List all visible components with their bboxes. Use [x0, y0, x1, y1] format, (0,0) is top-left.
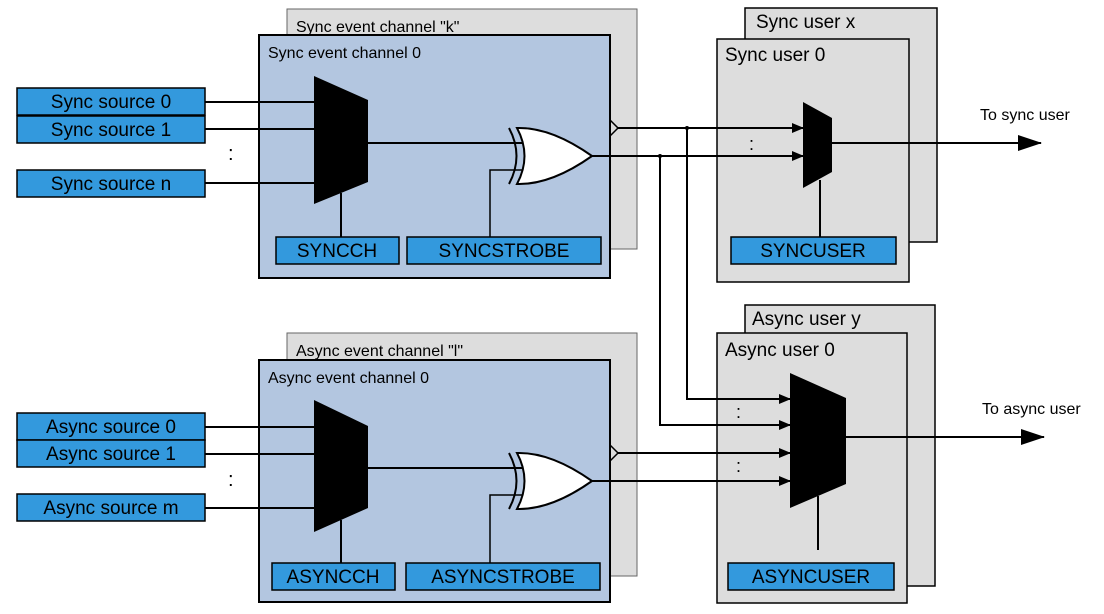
- async-channel-mux: [314, 400, 368, 532]
- sync-channel-k-label: Sync event channel "k": [296, 19, 459, 36]
- async-user-0-label: Async user 0: [725, 340, 835, 361]
- sync-channel-0-label: Sync event channel 0: [268, 45, 421, 62]
- sync-source-1-label: Sync source 1: [51, 120, 171, 141]
- syncuser-register-label: SYNCUSER: [760, 241, 866, 262]
- sync-user-group: Sync user x Sync user 0 : To sync user S…: [716, 7, 1070, 283]
- sync-user-ellipsis: :: [749, 134, 754, 154]
- async-strobe-wire: [489, 494, 522, 563]
- junction-sync-k: [685, 126, 689, 130]
- async-user-mux: [790, 373, 846, 508]
- sync-user-output-label: To sync user: [980, 107, 1070, 124]
- interconnect-wires: [592, 123, 804, 486]
- sync-channel-mux: [314, 76, 368, 204]
- sync-strobe-wire: [489, 169, 522, 238]
- async-source-ellipsis: :: [228, 469, 234, 491]
- asyncuser-register: [727, 562, 895, 591]
- sync-source-0: [16, 87, 206, 116]
- sync-or-gate: [515, 126, 594, 186]
- sync-or-gate-xor-arc: [508, 127, 518, 185]
- syncstrobe-register: [406, 236, 602, 265]
- junction-sync-0: [658, 154, 662, 158]
- async-channel-0-label: Async event channel 0: [268, 370, 429, 387]
- async-or-gate-xor-arc: [508, 452, 518, 510]
- async-source-1-label: Async source 1: [46, 444, 176, 465]
- async-user-y-label: Async user y: [752, 309, 861, 330]
- wire-sync-0-to-async-user: [659, 156, 791, 430]
- syncch-register-label: SYNCCH: [297, 241, 377, 262]
- syncuser-register: [730, 236, 897, 265]
- asyncstrobe-register: [405, 562, 601, 591]
- sync-source-ellipsis: :: [228, 143, 234, 165]
- sync-source-0-label: Sync source 0: [51, 92, 171, 113]
- async-channel-group: Async event channel "l" Async event chan…: [16, 332, 638, 603]
- async-or-gate: [515, 451, 594, 511]
- sync-user-0-label: Sync user 0: [725, 45, 825, 66]
- sync-channel-group: Sync event channel "k" Sync event channe…: [16, 8, 638, 279]
- async-channel-l-label: Async event channel "l": [296, 343, 463, 360]
- async-source-m: [16, 493, 206, 522]
- async-source-m-label: Async source m: [43, 498, 178, 519]
- asyncstrobe-register-label: ASYNCSTROBE: [431, 567, 575, 588]
- asyncch-register: [271, 562, 396, 591]
- syncch-register: [275, 236, 400, 265]
- async-user-output-label: To async user: [982, 401, 1081, 418]
- async-source-1: [16, 439, 206, 468]
- async-user-ellipsis-top: :: [736, 402, 741, 422]
- async-source-0-label: Async source 0: [46, 417, 176, 438]
- sync-user-mux: [803, 102, 832, 188]
- async-user-group: Async user y Async user 0 : : To async u…: [716, 304, 1081, 604]
- syncstrobe-register-label: SYNCSTROBE: [439, 241, 570, 262]
- sync-user-x-label: Sync user x: [756, 12, 856, 33]
- async-user-ellipsis-bottom: :: [736, 456, 741, 476]
- sync-source-n-label: Sync source n: [51, 174, 171, 195]
- sync-source-n: [16, 169, 206, 198]
- asyncuser-register-label: ASYNCUSER: [752, 567, 870, 588]
- async-source-0: [16, 412, 206, 441]
- wire-sync-k-to-async-user: [686, 128, 791, 404]
- asyncch-register-label: ASYNCCH: [287, 567, 380, 588]
